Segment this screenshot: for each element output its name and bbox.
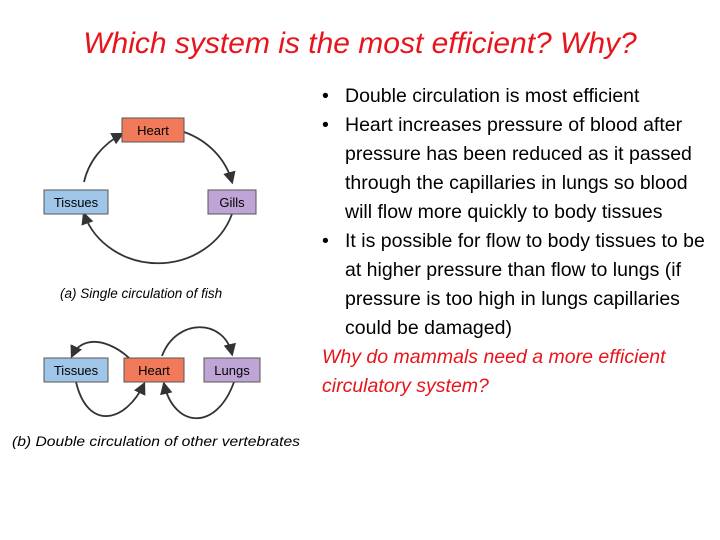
- double-caption: (b) Double circulation of other vertebra…: [12, 434, 300, 449]
- single-heart-box: [121, 117, 185, 143]
- double-heart-box: [123, 357, 185, 383]
- explanation-text: • Double circulation is most efficient •…: [322, 82, 716, 401]
- double-arrow-heart-lungs: [161, 326, 236, 357]
- bullet-item: • It is possible for flow to body tissue…: [322, 227, 716, 343]
- bullet-dot: •: [322, 114, 329, 136]
- double-circulation-diagram: Tissues Heart Lungs (b) Double circulati…: [12, 326, 300, 449]
- question-text: Why do mammals need a more efficient cir…: [322, 346, 666, 397]
- single-arrow-tissues-heart: [83, 132, 125, 183]
- single-circulation-diagram: Heart Tissues Gills (a) Single circulati…: [43, 117, 257, 301]
- single-arrow-heart-gills: [183, 131, 236, 185]
- bullet-dot: •: [322, 85, 329, 107]
- double-arrow-tissues-heart: [75, 381, 146, 417]
- circulation-diagram: Heart Tissues Gills (a) Single circulati…: [12, 117, 300, 449]
- double-lungs-box: [203, 357, 261, 383]
- double-arrow-lungs-heart: [160, 381, 235, 420]
- double-tissues-box: [43, 357, 109, 383]
- double-tissues-label: Tissues: [54, 363, 99, 378]
- double-lungs-label: Lungs: [214, 363, 250, 378]
- single-gills-box: [207, 189, 257, 215]
- double-heart-label: Heart: [138, 363, 170, 378]
- single-arrow-gills-heart: [81, 211, 233, 265]
- single-tissues-label: Tissues: [54, 195, 99, 210]
- single-tissues-box: [43, 189, 109, 215]
- slide-title: Which system is the most efficient? Why?: [83, 27, 637, 60]
- single-gills-label: Gills: [219, 195, 245, 210]
- bullet-item: • Heart increases pressure of blood afte…: [322, 111, 716, 227]
- bullet-text: Double circulation is most efficient: [345, 85, 640, 107]
- single-heart-label: Heart: [137, 123, 169, 138]
- bullet-text: It is possible for flow to body tissues …: [345, 230, 705, 339]
- bullet-item: • Double circulation is most efficient: [322, 82, 716, 111]
- bullet-dot: •: [322, 230, 329, 252]
- bullet-text: Heart increases pressure of blood after …: [345, 114, 692, 223]
- single-caption: (a) Single circulation of fish: [60, 286, 222, 301]
